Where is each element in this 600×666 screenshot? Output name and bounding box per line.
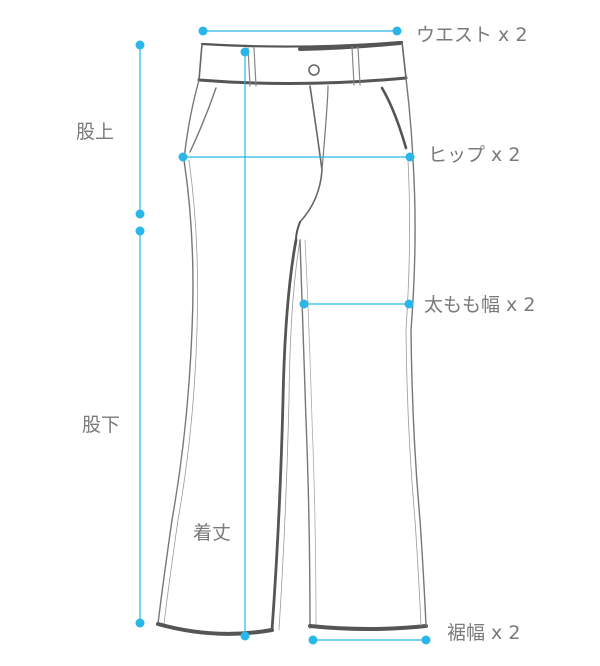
waist-button: [308, 64, 320, 76]
left-pocket: [189, 87, 217, 153]
inseam-measure-start: [135, 226, 145, 236]
waist-label: ウエスト x 2: [416, 24, 528, 46]
pants-illustration: [156, 40, 428, 636]
waistband-top-thick: [298, 41, 402, 51]
thigh-width-label: 太もも幅 x 2: [424, 294, 536, 316]
total-length-label: 着丈: [193, 522, 232, 544]
thigh-measure-end: [404, 299, 414, 309]
right-leg-inner-seam: [299, 239, 311, 629]
belt-loop-left: [247, 47, 257, 87]
length-measure-start: [240, 47, 250, 57]
waistband-bottom: [197, 76, 408, 86]
right-pocket: [380, 86, 408, 150]
crotch-point: [295, 221, 301, 241]
left-hem: [156, 622, 274, 636]
length-measure-end: [240, 631, 250, 641]
hem-measure-end: [421, 635, 431, 645]
right-leg-outer-seam-inner: [405, 159, 422, 627]
thigh-measure-start: [299, 299, 309, 309]
hem-measure-start: [308, 635, 318, 645]
hip-label: ヒップ x 2: [428, 144, 521, 166]
left-leg-inner-seam-thin: [278, 239, 301, 631]
belt-loop-right: [351, 46, 361, 86]
hem-width-label: 裾幅 x 2: [447, 622, 521, 644]
inseam-measure-end: [135, 618, 145, 628]
fly-line: [299, 85, 323, 223]
waist-measure-end: [392, 26, 402, 36]
waistband-right-side: [401, 41, 407, 79]
rise-measure-start: [135, 40, 145, 50]
waist-measure-start: [198, 26, 208, 36]
rise-label: 股上: [76, 121, 115, 143]
right-hem: [308, 624, 428, 631]
inseam-label: 股下: [82, 414, 121, 436]
right-leg-outer-seam: [405, 77, 427, 627]
rise-measure-end: [135, 209, 145, 219]
hip-measure-end: [405, 152, 415, 162]
left-leg-outer-seam-inner: [163, 159, 199, 625]
measurement-guides: [135, 26, 431, 645]
right-leg-inner-seam-thin: [304, 239, 317, 629]
waistband-left-side: [198, 43, 203, 81]
left-leg-outer-seam: [157, 79, 200, 625]
hip-measure-start: [178, 152, 188, 162]
left-leg-inner-seam: [270, 238, 298, 632]
